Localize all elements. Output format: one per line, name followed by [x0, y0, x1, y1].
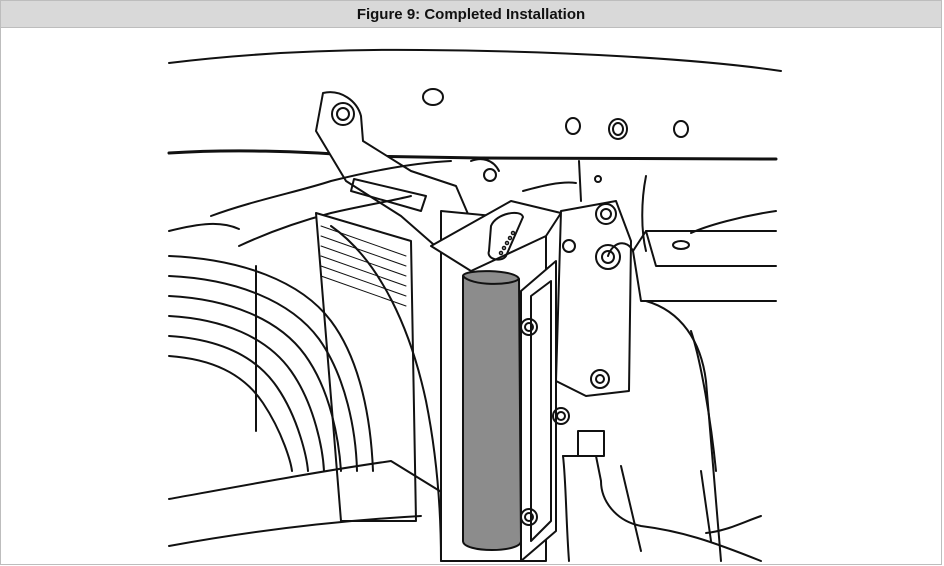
- line-drawing: [167, 48, 782, 562]
- figure-caption-bar: Figure 9: Completed Installation: [1, 1, 941, 28]
- installation-illustration: [1, 28, 943, 566]
- figure-caption: Figure 9: Completed Installation: [356, 5, 586, 23]
